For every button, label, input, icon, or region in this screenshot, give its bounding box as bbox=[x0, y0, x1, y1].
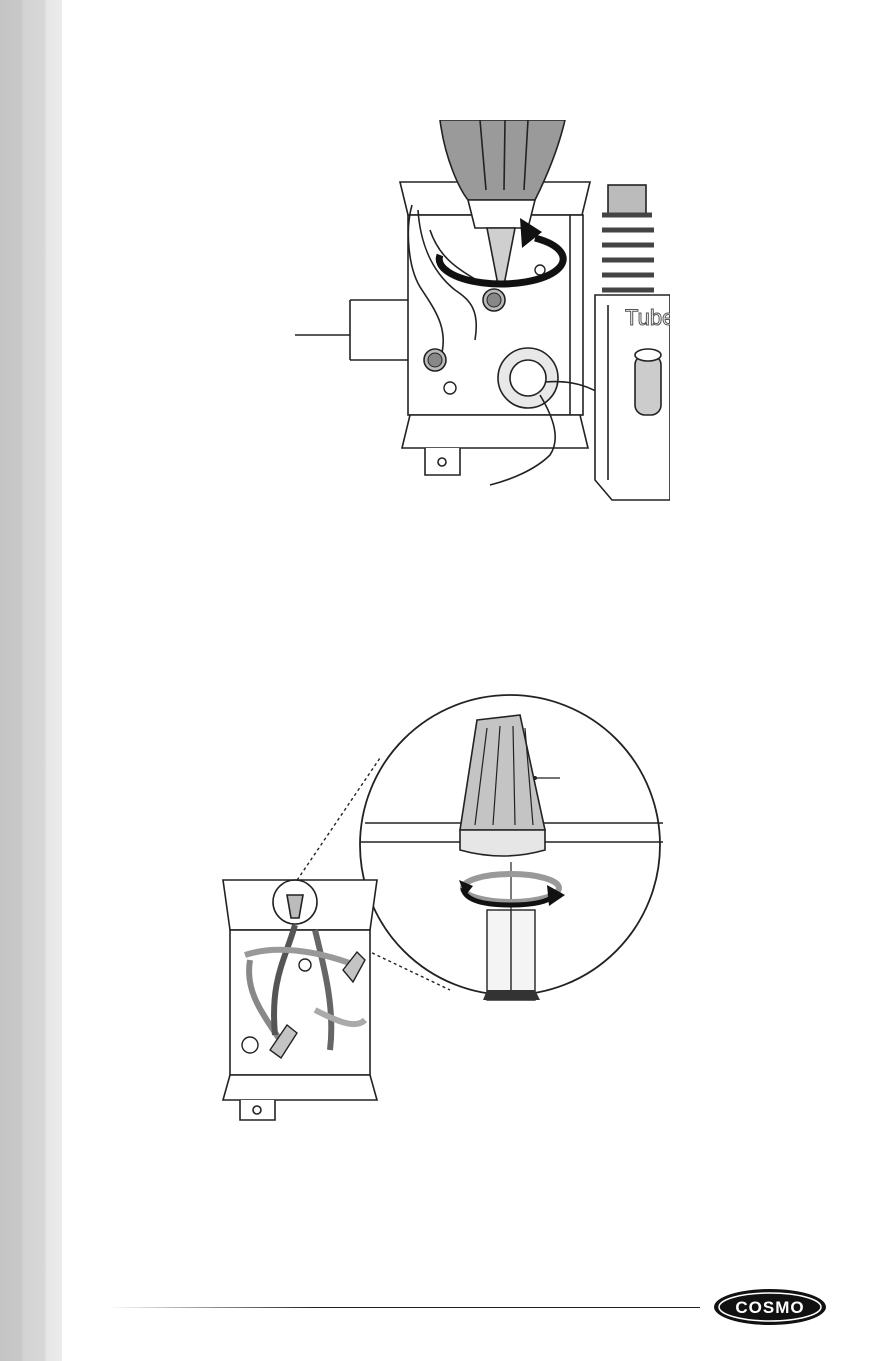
page-side-strip bbox=[0, 0, 62, 1361]
faucet-spring-unit bbox=[595, 185, 670, 500]
junction-box-small bbox=[223, 880, 377, 1120]
logo-text: COSMO bbox=[735, 1298, 804, 1317]
junction-box-screws-illustration: Tube up bbox=[290, 120, 670, 520]
footer-rule bbox=[108, 1307, 700, 1308]
tube-up-label: Tube up bbox=[625, 305, 670, 330]
magnified-wire-nut bbox=[360, 695, 663, 1000]
mounting-screw bbox=[483, 289, 505, 311]
mounting-screw bbox=[424, 349, 446, 371]
cosmo-logo: COSMO bbox=[712, 1287, 828, 1327]
wire-nut-connection-illustration bbox=[215, 690, 685, 1130]
